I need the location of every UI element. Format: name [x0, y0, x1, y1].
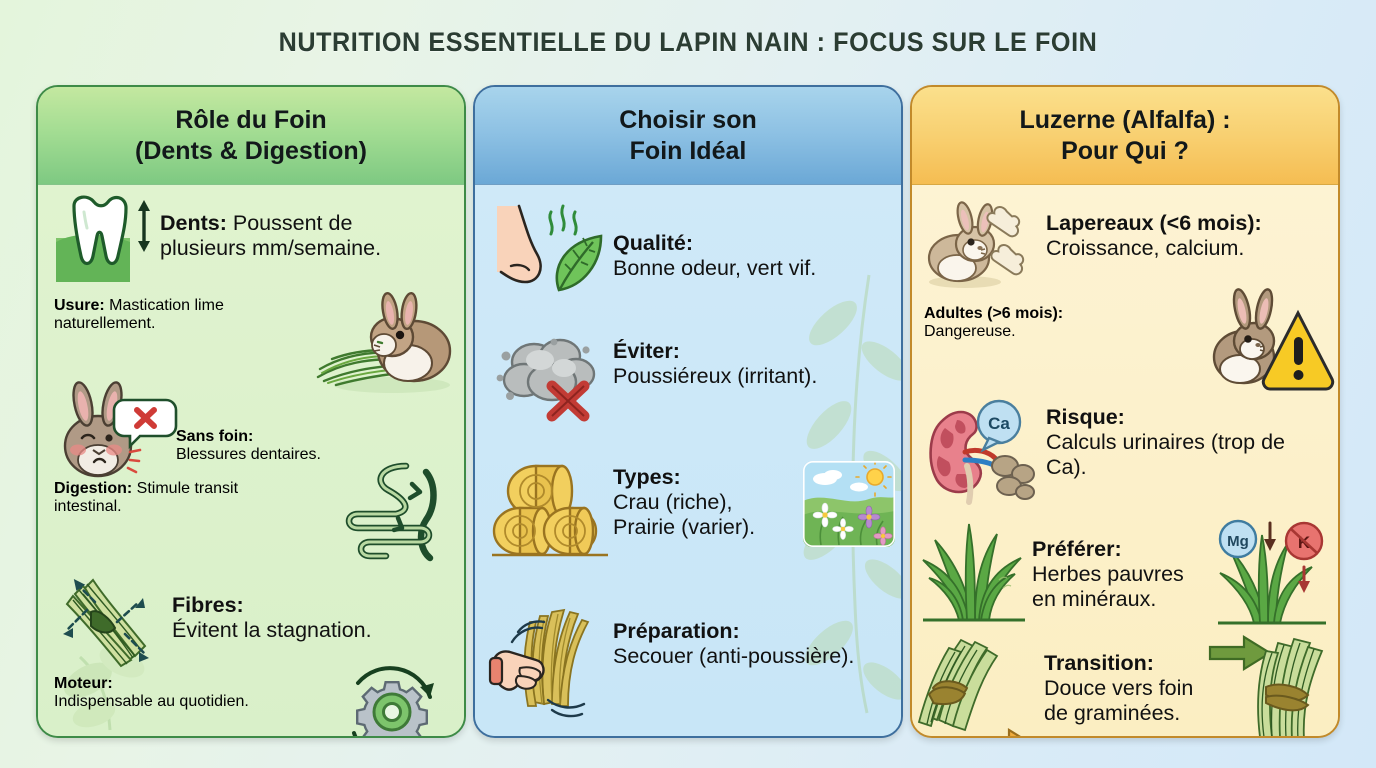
cards-container: Rôle du Foin (Dents & Digestion) [0, 85, 1376, 745]
sad-rabbit-no-hay-icon [52, 380, 178, 480]
green-arrow-icon [1208, 635, 1273, 671]
entry-text-transition: Transition: Douce vers foin de graminées… [1044, 633, 1210, 726]
card-header-choisir-son-foin-ideal: Choisir son Foin Idéal [475, 87, 901, 185]
entry-label-digestion: Digestion: [54, 480, 133, 497]
card-title-line1: Rôle du Foin [175, 106, 327, 134]
entry-text-sans-foin: Sans foin: Blessures dentaires. [176, 428, 460, 464]
card-title-line2: (Dents & Digestion) [135, 136, 367, 165]
card-header-luzerne-alfalfa-pour-qui: Luzerne (Alfalfa) : Pour Qui ? [912, 87, 1338, 185]
card-title-line1: Choisir son [619, 106, 757, 134]
entry-body-usure: Mastication lime naturellement. [54, 297, 224, 332]
entry-body-eviter: Poussiéreux (irritant). [613, 364, 818, 389]
entry-body-risque: Calculs urinaires (trop de Ca). [1046, 430, 1285, 480]
entry-dents: Dents: Poussent de plusieurs mm/semaine. [52, 193, 452, 285]
entry-moteur: Moteur: Indispensable au quotidien. [54, 666, 454, 736]
baby-rabbit-bones-icon [922, 195, 1046, 291]
entry-preparation: Préparation: Secouer (anti-poussière). [488, 605, 889, 725]
entry-adultes: Adultes (>6 mois): Dangereuse. [924, 288, 1335, 391]
entry-label-lapereaux: Lapereaux (<6 mois): [1046, 211, 1262, 235]
intestine-icon [340, 458, 444, 568]
entry-label-sans-foin: Sans foin: [176, 428, 254, 445]
orange-arrow-icon [1007, 728, 1021, 736]
entry-label-preferer: Préférer: [1032, 537, 1122, 561]
entry-body-qualite: Bonne odeur, vert vif. [613, 256, 817, 281]
hay-bales-icon [489, 455, 613, 563]
entry-label-dents: Dents: [160, 211, 227, 235]
magnesium-badge-label: Mg [1227, 533, 1249, 550]
entry-body-sans-foin: Blessures dentaires. [176, 446, 321, 463]
card-body-role-du-foin: Dents: Poussent de plusieurs mm/semaine.… [38, 185, 464, 736]
rabbit-warning-icon [1198, 283, 1335, 395]
entry-text-qualite: Qualité: Bonne odeur, vert vif. [613, 201, 883, 281]
entry-transition: Transition: Douce vers foin de graminées… [916, 633, 1330, 736]
entry-types: Types: Crau (riche), Prairie (varier). [489, 455, 896, 563]
entry-body-fibres: Évitent la stagnation. [172, 618, 372, 643]
entry-text-preferer: Préférer: Herbes pauvres en minéraux. [1032, 515, 1202, 612]
gear-cycle-icon [334, 657, 450, 736]
entry-text-dents: Dents: Poussent de plusieurs mm/semaine. [160, 193, 432, 261]
entry-text-eviter: Éviter: Poussiéreux (irritant). [613, 325, 883, 389]
entry-label-qualite: Qualité: [613, 231, 694, 255]
kidney-calcium-stones-icon: Ca [922, 399, 1046, 509]
entry-text-risque: Risque: Calculs urinaires (trop de Ca). [1046, 399, 1330, 480]
entry-label-moteur: Moteur: [54, 675, 113, 692]
entry-label-adultes: Adultes (>6 mois): [924, 305, 1064, 322]
entry-text-types: Types: Crau (riche), Prairie (varier). [613, 455, 783, 540]
dust-cloud-cross-icon [489, 325, 613, 431]
page-title: NUTRITION ESSENTIELLE DU LAPIN NAIN : FO… [278, 27, 1098, 57]
entry-fibres: Fibres: Évitent la stagnation. [52, 565, 452, 675]
entry-text-preparation: Préparation: Secouer (anti-poussière). [613, 605, 885, 669]
entry-label-transition: Transition: [1044, 651, 1154, 675]
card-choisir-son-foin-ideal: Choisir son Foin Idéal [473, 85, 903, 738]
entry-label-preparation: Préparation: [613, 619, 740, 643]
card-body-luzerne-alfalfa-pour-qui: Lapereaux (<6 mois): Croissance, calcium… [912, 185, 1338, 736]
entry-qualite: Qualité: Bonne odeur, vert vif. [489, 201, 889, 301]
hand-shaking-hay-icon [488, 605, 613, 725]
entry-text-moteur: Moteur: Indispensable au quotidien. [54, 675, 304, 711]
entry-text-digestion: Digestion: Stimule transit intestinal. [54, 480, 304, 516]
entry-text-adultes: Adultes (>6 mois): Dangereuse. [924, 305, 1172, 341]
entry-label-types: Types: [613, 465, 681, 489]
entry-label-usure: Usure: [54, 297, 105, 314]
card-title-line1: Luzerne (Alfalfa) : [1019, 106, 1231, 134]
entry-digestion: Digestion: Stimule transit intestinal. [54, 462, 454, 562]
entry-usure: Usure: Mastication lime naturellement. [54, 291, 454, 393]
entry-label-fibres: Fibres: [172, 593, 244, 617]
entry-eviter: Éviter: Poussiéreux (irritant). [489, 325, 889, 431]
entry-label-risque: Risque: [1046, 405, 1125, 429]
card-role-du-foin: Rôle du Foin (Dents & Digestion) [36, 85, 466, 738]
card-title-line2: Foin Idéal [629, 136, 747, 165]
card-body-choisir-son-foin-ideal: Qualité: Bonne odeur, vert vif. [475, 185, 901, 736]
tooth-growth-icon [52, 193, 160, 285]
entry-text-usure: Usure: Mastication lime naturellement. [54, 297, 304, 333]
entry-body-preparation: Secouer (anti-poussière). [613, 644, 855, 669]
entry-body-moteur: Indispensable au quotidien. [54, 693, 249, 710]
entry-body-preferer: Herbes pauvres en minéraux. [1032, 562, 1184, 612]
entry-preferer: Préférer: Herbes pauvres en minéraux. [916, 515, 1330, 625]
entry-lapereaux: Lapereaux (<6 mois): Croissance, calcium… [922, 195, 1330, 291]
rabbit-eating-hay-icon [310, 289, 460, 399]
card-title-line2: Pour Qui ? [1061, 136, 1189, 165]
nose-smelling-leaf-icon [489, 201, 613, 301]
entry-body-digestion: Stimule transit intestinal. [54, 480, 239, 515]
entry-text-lapereaux: Lapereaux (<6 mois): Croissance, calcium… [1046, 195, 1330, 261]
meadow-photo-icon [803, 461, 896, 548]
entry-body-adultes: Dangereuse. [924, 323, 1016, 340]
entry-body-dents: Poussent de plusieurs mm/semaine. [160, 211, 382, 261]
entry-risque: Ca Risque: Calculs urinaires (trop de Ca… [922, 399, 1330, 509]
entry-body-lapereaux: Croissance, calcium. [1046, 236, 1245, 261]
grass-minerals-mg-k-icon: Mg K [1212, 515, 1332, 627]
card-luzerne-alfalfa-pour-qui: Luzerne (Alfalfa) : Pour Qui ? [910, 85, 1340, 738]
entry-body-types: Crau (riche), Prairie (varier). [613, 490, 756, 540]
entry-body-transition: Douce vers foin de graminées. [1044, 676, 1194, 726]
card-header-role-du-foin: Rôle du Foin (Dents & Digestion) [38, 87, 464, 185]
hay-bundle-orange-arrow-icon [916, 633, 1044, 736]
hay-bundle-arrows-icon [52, 565, 172, 675]
grass-icon [916, 515, 1032, 625]
entry-label-eviter: Éviter: [613, 339, 680, 363]
calcium-badge-label: Ca [988, 414, 1010, 433]
grass-bundle-green-arrow-icon [1208, 625, 1334, 736]
entry-text-fibres: Fibres: Évitent la stagnation. [172, 565, 450, 643]
